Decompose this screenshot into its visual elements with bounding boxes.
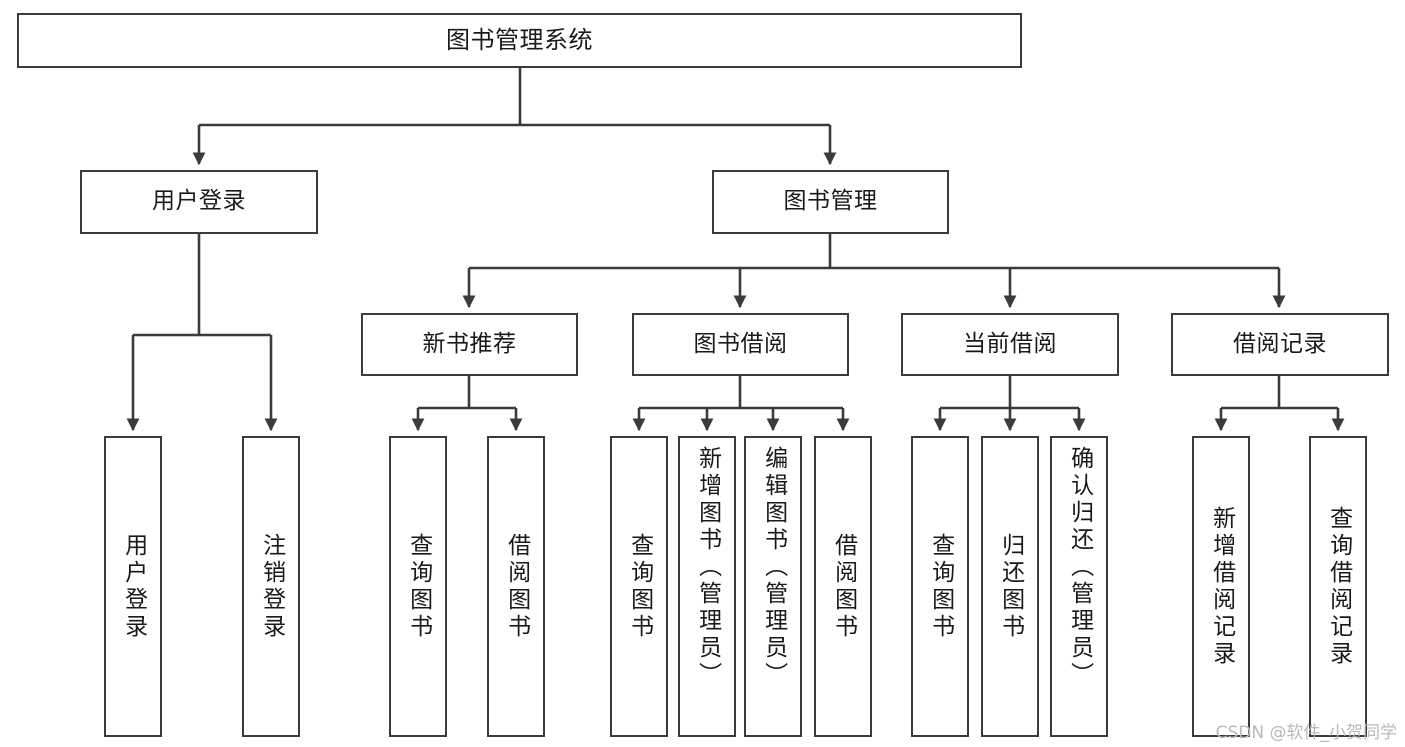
- node-label: 查询图书: [927, 532, 954, 641]
- node-book-manage[interactable]: 图书管理: [712, 170, 949, 234]
- node-borrow-record[interactable]: 借阅记录: [1171, 313, 1389, 376]
- node-label: 图书借阅: [693, 330, 788, 357]
- leaf-borrow-book-borrow[interactable]: 借阅图书: [814, 436, 872, 737]
- node-label: 用户登录: [152, 188, 246, 215]
- node-label: 图书管理: [783, 188, 878, 215]
- leaf-add-book-admin[interactable]: 新增图书（管理员）: [678, 436, 736, 737]
- leaf-query-book-current[interactable]: 查询图书: [911, 436, 969, 737]
- node-label: 借阅记录: [1233, 330, 1327, 357]
- node-label: 查询借阅记录: [1325, 505, 1352, 668]
- node-user-login[interactable]: 用户登录: [80, 170, 318, 234]
- leaf-borrow-book-recommend[interactable]: 借阅图书: [487, 436, 545, 737]
- leaf-query-book-recommend[interactable]: 查询图书: [389, 436, 447, 737]
- node-new-book-recommend[interactable]: 新书推荐: [361, 313, 578, 376]
- node-label: 图书管理系统: [446, 26, 593, 55]
- node-label: 借阅图书: [503, 532, 530, 641]
- node-label: 确认归还（管理员）: [1066, 446, 1093, 689]
- node-label: 归还图书: [997, 532, 1024, 641]
- node-label: 当前借阅: [963, 330, 1057, 357]
- node-label: 新书推荐: [422, 330, 517, 357]
- node-label: 编辑图书（管理员）: [760, 446, 787, 689]
- csdn-watermark: CSDN @软件_小贺同学: [1215, 723, 1397, 743]
- node-label: 注销登录: [258, 532, 285, 641]
- leaf-query-book-borrow[interactable]: 查询图书: [610, 436, 668, 737]
- leaf-user-login[interactable]: 用户登录: [104, 436, 162, 737]
- node-label: 新增借阅记录: [1208, 505, 1235, 668]
- node-current-borrow[interactable]: 当前借阅: [901, 313, 1119, 376]
- leaf-add-borrow-record[interactable]: 新增借阅记录: [1192, 436, 1250, 737]
- leaf-edit-book-admin[interactable]: 编辑图书（管理员）: [744, 436, 802, 737]
- node-label: 借阅图书: [830, 532, 857, 641]
- leaf-confirm-return-admin[interactable]: 确认归还（管理员）: [1050, 436, 1108, 737]
- node-label: 用户登录: [120, 532, 147, 641]
- node-label: 查询图书: [405, 532, 432, 641]
- node-book-borrow[interactable]: 图书借阅: [632, 313, 849, 376]
- leaf-logout-login[interactable]: 注销登录: [242, 436, 300, 737]
- leaf-query-borrow-record[interactable]: 查询借阅记录: [1309, 436, 1367, 737]
- node-label: 新增图书（管理员）: [694, 446, 721, 689]
- node-root-system[interactable]: 图书管理系统: [17, 13, 1022, 68]
- leaf-return-book[interactable]: 归还图书: [981, 436, 1039, 737]
- node-label: 查询图书: [626, 532, 653, 641]
